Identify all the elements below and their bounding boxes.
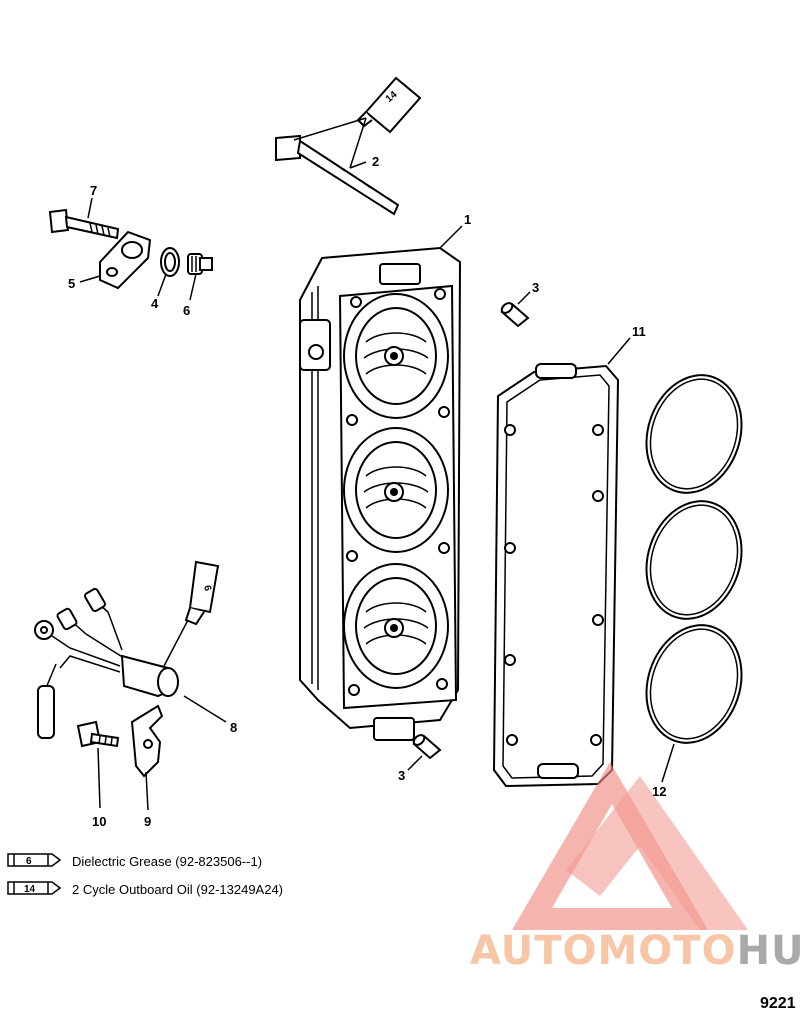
flange-5: [99, 230, 152, 290]
legend-item-oil: 14 2 Cycle Outboard Oil (92-13249A24): [7, 881, 283, 897]
dowel-pin-lower: [412, 734, 442, 760]
fitting-6: [187, 253, 213, 275]
callout-1: 1: [464, 212, 471, 227]
callout-11: 11: [632, 324, 646, 339]
watermark-part1: AUTOMOTO: [470, 928, 737, 974]
cylinder-head: [299, 246, 462, 741]
callout-3-upper: 3: [532, 280, 539, 295]
legend-text-oil: 2 Cycle Outboard Oil (92-13249A24): [72, 882, 283, 897]
callout-6: 6: [183, 303, 190, 318]
grease-tube-icon: 6: [184, 560, 220, 626]
chamber-2: [343, 427, 449, 553]
long-bolt: [275, 134, 400, 216]
head-bolt-holes: [346, 288, 450, 696]
head-gasket: [492, 363, 620, 788]
callout-9: 9: [144, 814, 151, 829]
leader-lines: [79, 117, 675, 811]
tube-code-6: 6: [201, 584, 213, 592]
bolt-7: [48, 208, 120, 240]
callout-2: 2: [372, 154, 379, 169]
legend-text-grease: Dielectric Grease (92-823506--1): [72, 854, 262, 869]
svg-text:AUTOMOTOHUB: AUTOMOTOHUB: [470, 928, 800, 974]
legend-item-grease: 6 Dielectric Grease (92-823506--1): [7, 853, 262, 869]
legend-code-6: 6: [26, 856, 32, 867]
callout-3-lower: 3: [398, 768, 405, 783]
watermark-text: AUTOMOTOHUB: [470, 928, 800, 974]
dowel-pin-upper: [500, 302, 530, 328]
chamber-1: [343, 293, 449, 419]
callouts: 2 7 5 4 6 1 3 11 3 8 10 9 12: [68, 154, 666, 829]
callout-10: 10: [92, 814, 106, 829]
o-rings: [645, 374, 743, 744]
wire-harness: [34, 587, 179, 739]
callout-8: 8: [230, 720, 237, 735]
clip-9: [130, 704, 164, 778]
callout-4: 4: [151, 296, 159, 311]
oil-tube-icon: 14: [356, 76, 422, 134]
legend: 6 Dielectric Grease (92-823506--1) 14 2 …: [7, 853, 283, 897]
figure-number: 9221: [760, 995, 796, 1012]
callout-7: 7: [90, 183, 97, 198]
washer-4: [160, 247, 180, 277]
watermark-part2: HUB: [737, 928, 800, 974]
callout-12: 12: [652, 784, 666, 799]
chamber-3: [343, 563, 449, 689]
watermark-logo-icon: [512, 762, 748, 930]
callout-5: 5: [68, 276, 75, 291]
legend-code-14: 14: [24, 884, 36, 895]
screw-10: [76, 720, 120, 748]
